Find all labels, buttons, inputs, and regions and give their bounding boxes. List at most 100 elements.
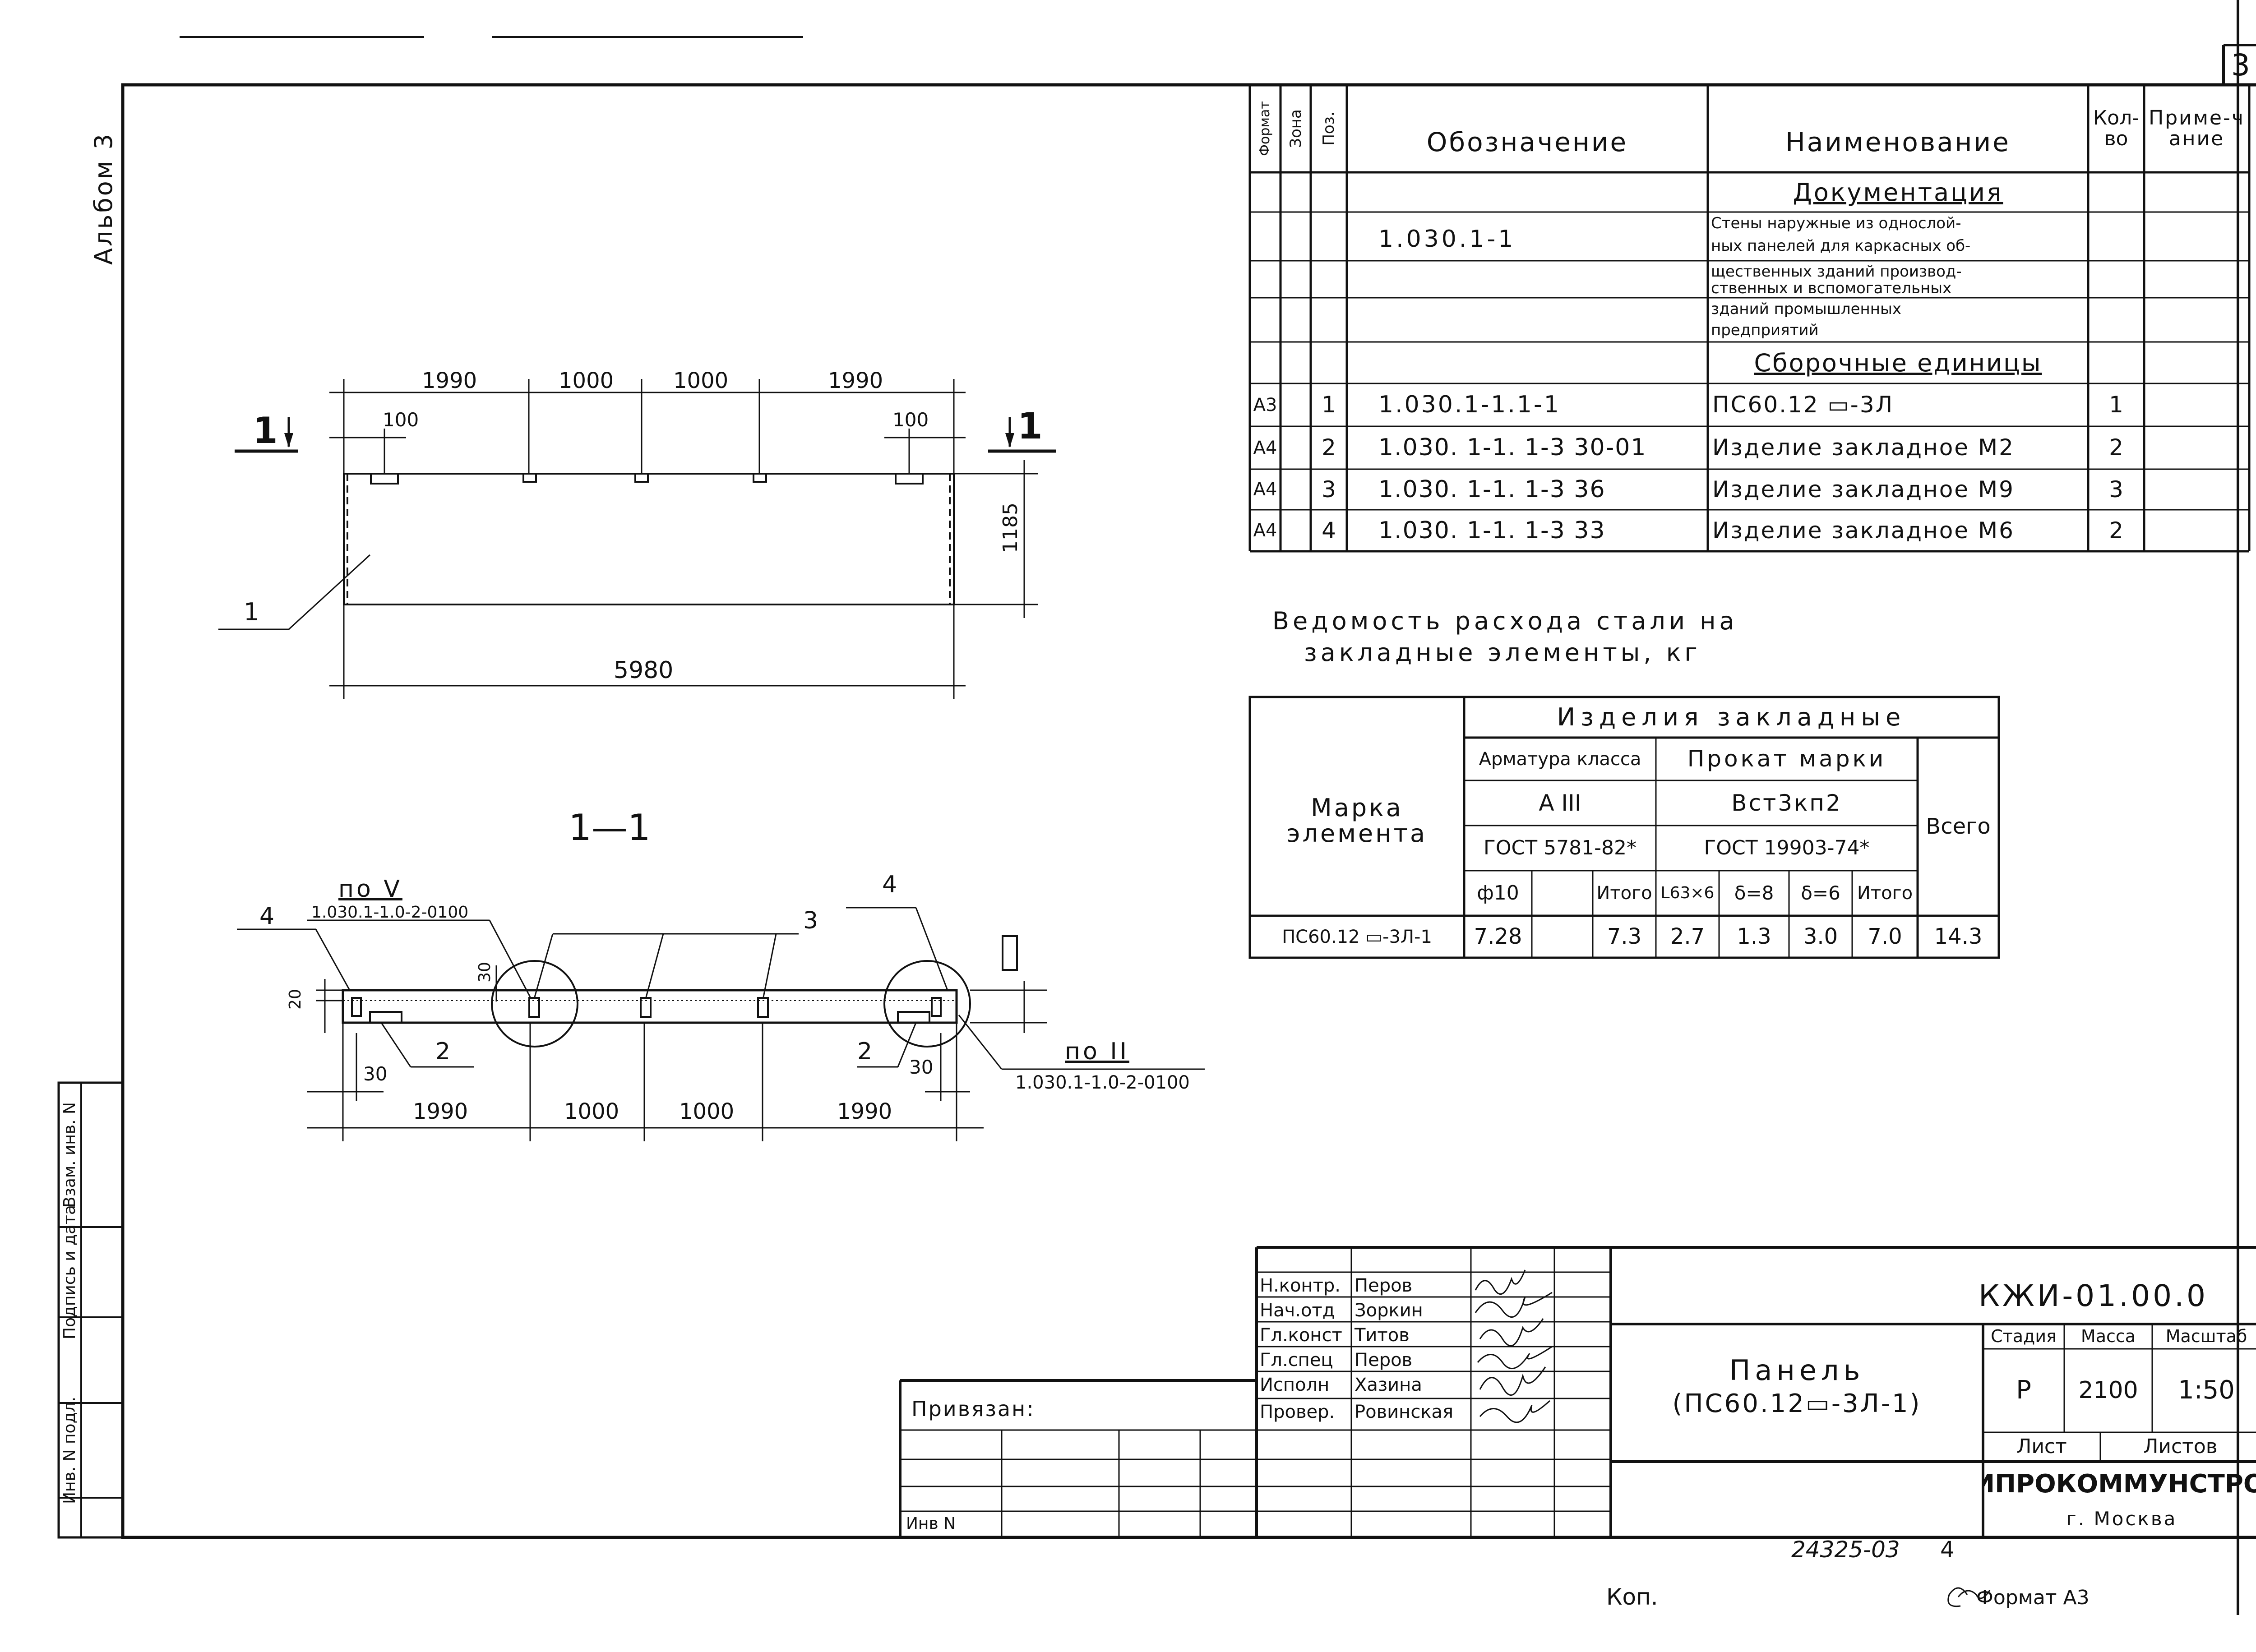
- callout-3: 3: [803, 907, 818, 934]
- sheets-label: Листов: [2143, 1435, 2218, 1458]
- side-stamp-sign: Подпись и дата: [60, 1204, 79, 1340]
- dim-30-right: 30: [909, 1056, 934, 1078]
- sub-header-f10: ф10: [1477, 881, 1519, 904]
- section-dim-2: 1000: [564, 1099, 619, 1124]
- name-2: Зоркин: [1355, 1300, 1423, 1321]
- scale-value: 1:50: [2178, 1375, 2235, 1405]
- row3-qty: 3: [2109, 476, 2123, 503]
- role-4: Гл.спец: [1260, 1350, 1333, 1371]
- stage-value: Р: [2016, 1375, 2031, 1405]
- row3-designation: 1.030. 1-1. 1-3 36: [1378, 475, 1606, 503]
- doc-line-6: предприятий: [1711, 321, 1819, 339]
- row1-pos: 1: [1322, 392, 1336, 418]
- node-left-label: по V: [338, 876, 402, 903]
- doc-line-1: Стены наружные из однослой-: [1711, 214, 1961, 232]
- organization: ГИПРОКОММУНСТРОЙ: [1983, 1469, 2256, 1499]
- col-zone-header: Зона: [1287, 109, 1305, 148]
- row1-name: ПС60.12 ▭-3Л: [1712, 392, 1894, 418]
- col-pos-header: Поз.: [1320, 111, 1338, 146]
- steel-val-empty: [1532, 916, 1593, 958]
- plan-overall-dim: 5980: [614, 657, 674, 684]
- sheet-number: 3: [2231, 48, 2250, 83]
- signatures: [1475, 1269, 1991, 1607]
- steel-title-1: Ведомость расхода стали на: [1272, 607, 1738, 635]
- sub-header-empty: [1532, 871, 1593, 916]
- doc-line-4: ственных и вспомогательных: [1711, 279, 1952, 297]
- row1-designation: 1.030.1-1.1-1: [1378, 391, 1561, 419]
- scale-label: Масштаб: [2165, 1326, 2247, 1346]
- plan-dim-3: 1000: [673, 368, 729, 393]
- row2-name: Изделие закладное М2: [1712, 434, 2015, 461]
- section-mark-left: 1: [253, 410, 278, 452]
- mass-label: Масса: [2080, 1326, 2136, 1346]
- row1-qty: 1: [2109, 392, 2123, 418]
- sub-header-rolled-total: Итого: [1857, 883, 1913, 904]
- role-2: Нач.отд: [1260, 1300, 1335, 1321]
- steel-val-d8: 1.3: [1737, 924, 1771, 950]
- steel-val-total: 14.3: [1934, 924, 1983, 950]
- name-1: Перов: [1355, 1275, 1413, 1296]
- side-stamp-replace: Взам. инв. N: [60, 1102, 79, 1208]
- stage-label: Стадия: [1991, 1326, 2057, 1346]
- mass-value: 2100: [2078, 1377, 2138, 1404]
- row3-format: А4: [1253, 479, 1277, 500]
- steel-row-mark: ПС60.12 ▭-3Л-1: [1282, 926, 1432, 947]
- col-qty-header: Кол-во: [2093, 106, 2140, 150]
- plan-dim-4: 1990: [828, 368, 883, 393]
- drawing-code: КЖИ-01.00.0: [1979, 1278, 2209, 1313]
- sub-header-angle: L63×6: [1660, 884, 1715, 903]
- dim-30-top: 30: [476, 962, 494, 983]
- row1-format: А3: [1253, 394, 1277, 415]
- rolled-header: Прокат марки: [1687, 746, 1886, 772]
- section-title: 1—1: [569, 807, 651, 849]
- inv-label: Инв N: [906, 1514, 956, 1533]
- archive-number: 24325-03: [1791, 1537, 1900, 1563]
- doc-line-3: щественных зданий производ-: [1711, 263, 1962, 281]
- mark-header: Марка элемента: [1286, 794, 1428, 848]
- section-assembly: Сборочные единицы: [1754, 348, 2042, 377]
- plan-dim-1: 1990: [422, 368, 477, 393]
- steel-val-angle: 2.7: [1670, 924, 1705, 950]
- node-right-label: по II: [1065, 1038, 1130, 1065]
- rolled-grade: Вст3кп2: [1731, 789, 1842, 816]
- row4-qty: 2: [2109, 517, 2123, 544]
- row4-pos: 4: [1322, 517, 1336, 544]
- album-label: Альбом 3: [89, 132, 118, 265]
- callout-4-left: 4: [259, 903, 275, 930]
- row2-pos: 2: [1322, 434, 1336, 461]
- plan-offset-left: 100: [383, 409, 419, 431]
- dim-30-left: 30: [363, 1063, 388, 1085]
- role-6: Провер.: [1260, 1402, 1335, 1422]
- items-header: Изделия закладные: [1557, 702, 1906, 731]
- section-dim-1: 1990: [413, 1099, 468, 1124]
- row3-name: Изделие закладное М9: [1712, 476, 2015, 503]
- rebar-header: Арматура класса: [1479, 748, 1641, 770]
- role-5: Исполн: [1260, 1375, 1330, 1395]
- doc-line-5: зданий промышленных: [1711, 300, 1901, 318]
- plan-offset-right: 100: [892, 409, 929, 431]
- format-label: Формат А3: [1976, 1586, 2090, 1609]
- row4-name: Изделие закладное М6: [1712, 517, 2015, 544]
- name-6: Ровинская: [1355, 1402, 1454, 1422]
- sub-header-rebar-total: Итого: [1596, 883, 1652, 904]
- col-designation-header: Обозначение: [1426, 126, 1628, 157]
- rebar-gost: ГОСТ 5781-82*: [1484, 836, 1637, 859]
- col-format-header: Формат: [1257, 101, 1273, 156]
- steel-val-d6: 3.0: [1803, 924, 1838, 950]
- callout-2-right: 2: [857, 1038, 873, 1065]
- part-callout-1: 1: [244, 598, 259, 626]
- steel-val-f10: 7.28: [1474, 924, 1522, 950]
- drawing-name-1: Панель: [1729, 1353, 1865, 1387]
- node-left-ref: 1.030.1-1.0-2-0100: [311, 903, 469, 922]
- row2-designation: 1.030. 1-1. 1-3 30-01: [1378, 434, 1647, 461]
- role-3: Гл.конст: [1260, 1325, 1342, 1346]
- section-mark-right: 1: [1017, 405, 1043, 447]
- callout-4-right: 4: [882, 871, 897, 898]
- doc-designation: 1.030.1-1: [1378, 225, 1516, 253]
- archive-page: 4: [1940, 1537, 1955, 1563]
- row4-designation: 1.030. 1-1. 1-3 33: [1378, 517, 1606, 544]
- col-note-header: Приме-чание: [2149, 106, 2245, 150]
- rolled-gost: ГОСТ 19903-74*: [1704, 836, 1870, 859]
- rebar-class: А III: [1539, 789, 1581, 816]
